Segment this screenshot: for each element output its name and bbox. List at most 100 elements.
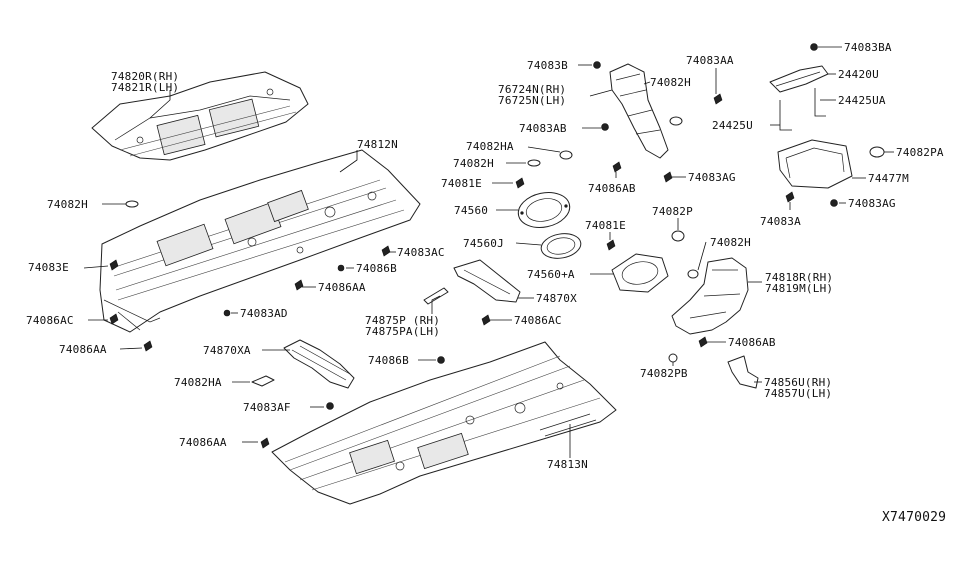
label-74082P: 74082P — [652, 205, 693, 218]
grommet-74560A — [611, 253, 669, 293]
label-74083B: 74083B — [527, 59, 568, 72]
label-74082HA-top: 74082HA — [466, 140, 514, 153]
bolt-74083E — [109, 259, 119, 271]
harness-bracket — [769, 65, 829, 93]
label-74812N: 74812N — [357, 138, 398, 151]
bolt-74083AG-a — [663, 171, 673, 183]
plug-74082PA — [869, 146, 885, 158]
plug-74082PB — [668, 353, 678, 363]
label-74083AG-b: 74083AG — [848, 197, 896, 210]
label-74086B-lower: 74086B — [368, 354, 409, 367]
bolt-74086AB-right — [698, 336, 708, 348]
bolt-74086AB-top — [612, 161, 622, 173]
grommet-74560 — [517, 192, 571, 228]
leader-74083E — [83, 265, 109, 269]
label-24425UA: 24425UA — [838, 94, 886, 107]
label-74082HA-lower: 74082HA — [174, 376, 222, 389]
floor-bracket-74870X — [453, 259, 521, 303]
label-74856U: 74856U(RH) — [764, 376, 832, 389]
nut-74083AD — [223, 309, 231, 317]
label-74083AG-a: 74083AG — [688, 171, 736, 184]
bolt-74081E-b — [606, 239, 616, 251]
plug-74082H-right — [687, 269, 699, 279]
leader-74082HA-top — [527, 146, 561, 153]
label-74086AA-left: 74086AA — [59, 343, 107, 356]
label-74820R: 74820R(RH) — [111, 70, 179, 83]
nut-74083AF — [326, 402, 334, 410]
label-74086AA-lower: 74086AA — [179, 436, 227, 449]
label-74086AA-mid: 74086AA — [318, 281, 366, 294]
label-74857U: 74857U(LH) — [764, 387, 832, 400]
front-floor-under-cover — [99, 149, 421, 333]
label-74083BA: 74083BA — [844, 41, 892, 54]
label-74875PA: 74875PA(LH) — [365, 325, 440, 338]
bolt-74083AA — [713, 93, 723, 105]
nut-74083B — [593, 61, 601, 69]
clip-rod-24425UA — [814, 88, 826, 117]
nut-74083AG-b — [830, 199, 838, 207]
label-74477M: 74477M — [868, 172, 909, 185]
label-74082H-right: 74082H — [710, 236, 751, 249]
label-74086AB-right: 74086AB — [728, 336, 776, 349]
seal-strip-74875P — [423, 287, 449, 305]
leader-74082H-top — [643, 81, 651, 85]
label-74819M: 74819M(LH) — [765, 282, 833, 295]
label-74086AC-left: 74086AC — [26, 314, 74, 327]
grommet-74560J — [540, 233, 582, 259]
label-24420U: 24420U — [838, 68, 879, 81]
leader-74560J — [515, 242, 542, 246]
leader-76724N — [589, 89, 613, 97]
leader-74086AA-left — [119, 347, 143, 350]
plug-74082P — [671, 230, 685, 242]
nut-74086B-lower — [437, 356, 445, 364]
plug-74082H-left — [125, 200, 139, 208]
label-74083AA: 74083AA — [686, 54, 734, 67]
label-74083AD: 74083AD — [240, 307, 288, 320]
label-24425U: 24425U — [712, 119, 753, 132]
label-74081E-a: 74081E — [441, 177, 482, 190]
label-74083E: 74083E — [28, 261, 69, 274]
rear-floor-under-cover — [271, 341, 617, 505]
leader-74820R — [149, 90, 171, 119]
label-76725N: 76725N(LH) — [498, 94, 566, 107]
label-74813N: 74813N — [547, 458, 588, 471]
label-74086AB-top: 74086AB — [588, 182, 636, 195]
nut-74083AB — [601, 123, 609, 131]
label-74083AC: 74083AC — [397, 246, 445, 259]
label-74560J: 74560J — [463, 237, 504, 250]
label-74082H-mid: 74082H — [453, 157, 494, 170]
nut-74086B-upper — [337, 264, 345, 272]
label-74086B-upper: 74086B — [356, 262, 397, 275]
label-74086AC-right: 74086AC — [514, 314, 562, 327]
label-74082H-left: 74082H — [47, 198, 88, 211]
label-74082PA: 74082PA — [896, 146, 944, 159]
bolt-74086AA-left — [143, 340, 153, 352]
label-74875P: 74875P (RH) — [365, 314, 440, 327]
label-74870XA: 74870XA — [203, 344, 251, 357]
bolt-74086AA-lower — [260, 437, 270, 449]
label-74560: 74560 — [454, 204, 488, 217]
label-74081E-b: 74081E — [585, 219, 626, 232]
leader-74082H-right — [697, 241, 707, 271]
bolt-74083A — [785, 191, 795, 203]
leader-74875P — [431, 295, 441, 314]
bolt-74086AC-right — [481, 314, 491, 326]
label-74082PB: 74082PB — [640, 367, 688, 380]
label-74818R: 74818R(RH) — [765, 271, 833, 284]
plug-74082H-top — [669, 116, 683, 126]
bolt-74081E-a — [515, 177, 525, 189]
plug-74082HA-lower — [251, 375, 275, 387]
bolt-74086AC-left — [109, 313, 119, 325]
label-74083AB: 74083AB — [519, 122, 567, 135]
label-74560A: 74560+A — [527, 268, 575, 281]
label-74870X: 74870X — [536, 292, 577, 305]
label-74083A: 74083A — [760, 215, 801, 228]
storage-tray-box — [777, 139, 853, 189]
bracket-clip-74856U — [727, 355, 759, 389]
rear-pillar-bracket — [609, 63, 669, 159]
plug-74082H-mid — [527, 159, 541, 167]
floor-bracket-74870XA — [283, 339, 355, 389]
leader-74812N — [339, 150, 358, 173]
label-74082H-top: 74082H — [650, 76, 691, 89]
